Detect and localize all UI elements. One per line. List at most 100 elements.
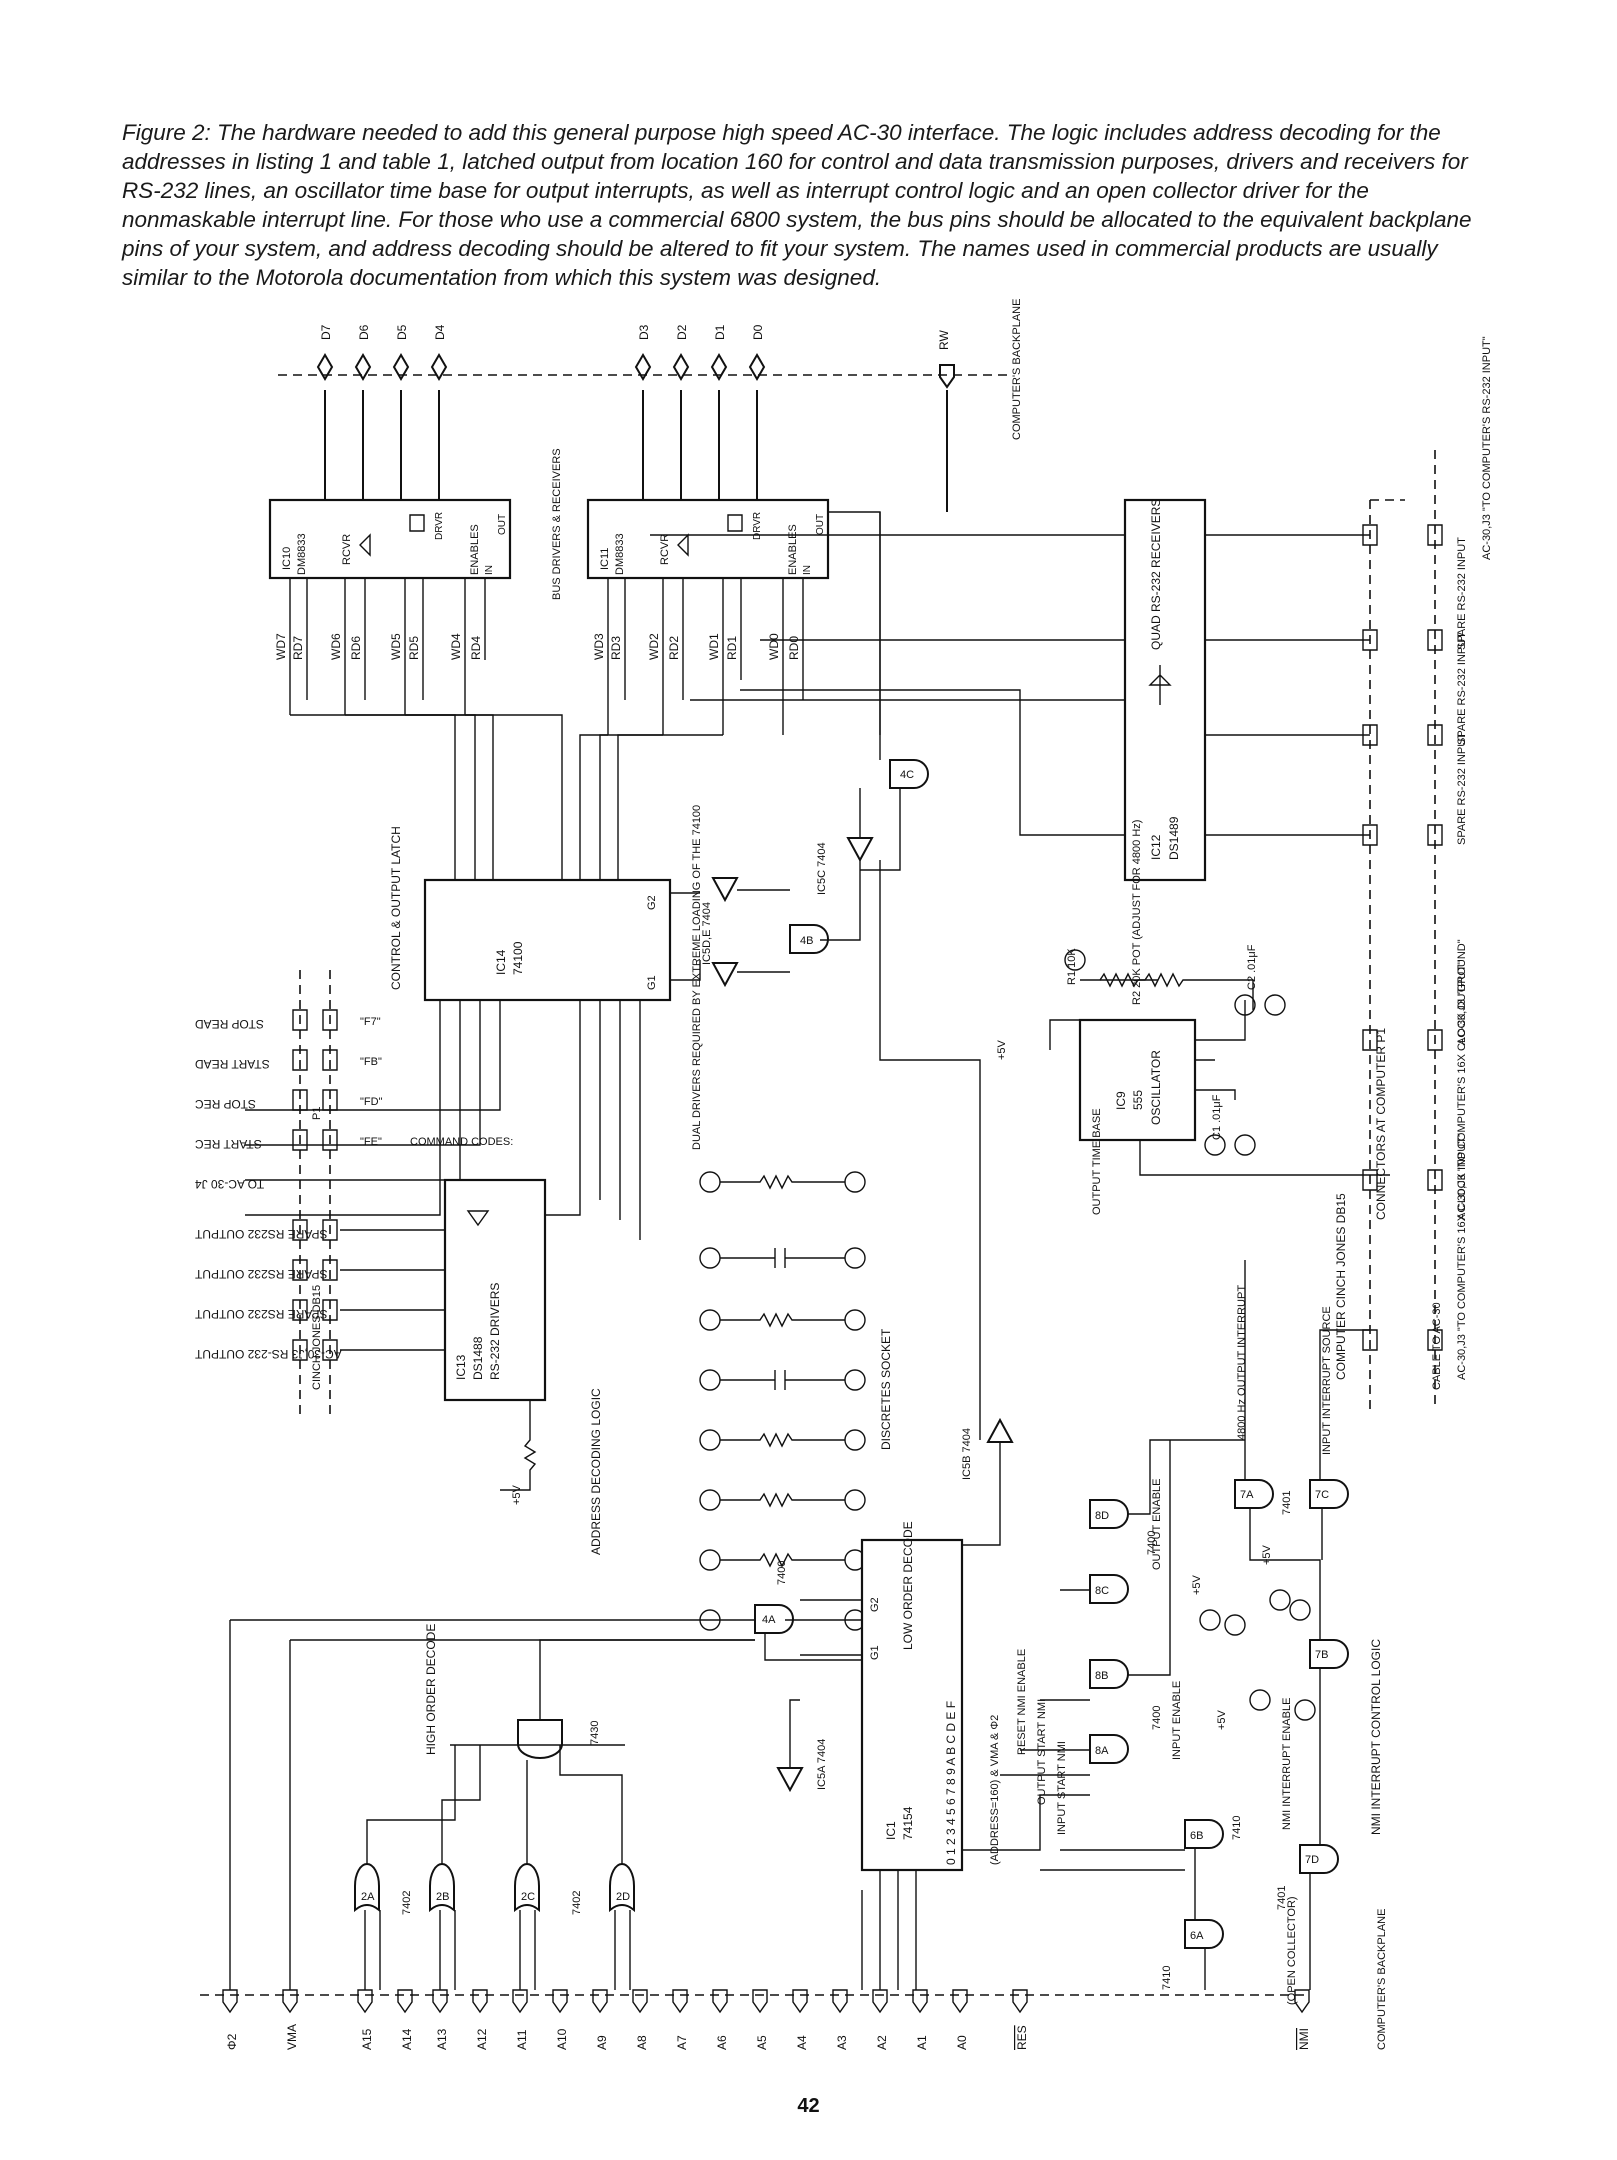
left-code-fe: "FE" <box>360 1136 382 1148</box>
gate-7401-upper: 7401 <box>1281 1491 1293 1515</box>
left-code-fd: "FD" <box>360 1096 383 1108</box>
ic5a-label: IC5A 7404 <box>816 1739 828 1790</box>
gate-4a-part: 7400 <box>776 1561 788 1585</box>
ic1-part: 74154 <box>901 1806 915 1840</box>
ic11-rcvr: RCVR <box>659 534 671 565</box>
output-time-base-label: OUTPUT TIME BASE <box>1091 1108 1103 1215</box>
ic10-name: IC10 <box>281 547 293 570</box>
bus-a14: A14 <box>400 2028 414 2050</box>
bus-a4: A4 <box>795 2035 809 2050</box>
bus-a3: A3 <box>835 2035 849 2050</box>
right-connector-spare-2: SPARE RS-232 INPUT <box>1456 632 1468 745</box>
gate-7c-label: 7C <box>1315 1489 1329 1501</box>
nmi-interrupt-enable-label: NMI INTERRUPT ENABLE <box>1281 1698 1293 1830</box>
bottom-backplane-bus: Φ2 VMA A15 A14 A13 A12 A11 A10 A9 A8 A7 … <box>200 1909 1388 2050</box>
gate-7401-lower: 7401 <box>1276 1886 1288 1910</box>
right-connector-computer: COMPUTER CINCH JONES DB15 <box>1334 1193 1348 1380</box>
output-enable-label: OUTPUT ENABLE <box>1151 1479 1163 1571</box>
ic1-g2: G2 <box>869 1597 881 1612</box>
ic9-555-oscillator: IC9 555 OSCILLATOR R1 10K R2 20K POT (AD… <box>996 820 1390 1215</box>
left-connector-spare-3: SPARE RS232 OUTPUT <box>194 1307 327 1321</box>
bus-a10: A10 <box>555 2028 569 2050</box>
bus-nmi: NMI <box>1297 2028 1311 2050</box>
left-connector-stop-rec: STOP REC <box>195 1097 256 1111</box>
output-start-nmi-label: OUTPUT START NMI <box>1036 1699 1048 1805</box>
ic1-g1: G1 <box>869 1645 881 1660</box>
input-interrupt-source-label: INPUT INTERRUPT SOURCE <box>1321 1306 1333 1455</box>
ic5de-label: IC5D,E 7404 <box>701 902 713 965</box>
gate-7410-lower: 7410 <box>1161 1966 1173 1990</box>
gate-2a-label: 2A <box>361 1891 375 1903</box>
top-bus-signal-d2: D2 <box>675 324 689 340</box>
ic5c-label: IC5C 7404 <box>816 842 828 895</box>
left-connector-column: STOP READ START READ STOP REC START REC … <box>194 970 513 1420</box>
gate-7a-label: 7A <box>1240 1489 1254 1501</box>
address-decoding-logic-label: ADDRESS DECODING LOGIC <box>589 1388 603 1555</box>
nmi-plus5v-a: +5V <box>1191 1574 1203 1595</box>
left-connector-to-ac30: TO AC-30 J4 <box>195 1177 264 1191</box>
bus-a9: A9 <box>595 2035 609 2050</box>
bus-a12: A12 <box>475 2028 489 2050</box>
ic14-control-output-latch: IC14 74100 CONTROL & OUTPUT LATCH G1 G2 <box>245 714 723 1240</box>
ic11-pin-rd0: RD0 <box>787 636 801 660</box>
ic10-rcvr: RCVR <box>341 534 353 565</box>
ic9-part: 555 <box>1131 1090 1145 1110</box>
ic11-out: OUT <box>815 514 826 535</box>
ic11-pin-rd2: RD2 <box>667 636 681 660</box>
ic10-enables: ENABLES <box>469 524 481 575</box>
right-connector-ac30-rs232: AC-30,J3 "TO COMPUTER'S RS-232 INPUT" <box>1481 336 1493 560</box>
gate-7430-label: 7430 <box>589 1721 601 1745</box>
gate-7402-label-left: 7402 <box>401 1891 413 1915</box>
bus-res: RES <box>1015 2025 1029 2050</box>
bus-a7: A7 <box>675 2035 689 2050</box>
ic14-name: IC14 <box>494 949 508 975</box>
nmi-plus5v-b: +5V <box>1261 1544 1273 1565</box>
ic9-title: OSCILLATOR <box>1149 1050 1163 1125</box>
gate-2b-label: 2B <box>436 1891 449 1903</box>
ic12-rs232-receivers: QUAD RS-232 RECEIVERS IC12 DS1489 <box>650 499 1370 882</box>
top-bus-signal-d1: D1 <box>713 324 727 340</box>
ic1-title: LOW ORDER DECODE <box>901 1521 915 1650</box>
ic11-in: IN <box>802 565 813 575</box>
ic1-low-order-decode: IC1 74154 LOW ORDER DECODE G1 G2 0 1 2 3… <box>800 1440 1090 1990</box>
ic10-pin-wd4: WD4 <box>449 633 463 660</box>
left-cinch-label: CINCH JONES DB15 <box>311 1285 323 1390</box>
ic10-part: DM8833 <box>296 533 308 575</box>
nmi-control-label: NMI INTERRUPT CONTROL LOGIC <box>1369 1639 1383 1835</box>
ic11-pin-wd0: WD0 <box>767 633 781 660</box>
dual-drivers-label: DUAL DRIVERS REQUIRED BY EXTREME LOADING… <box>691 805 703 1150</box>
right-connector-clock-in: AC-30,J3 "TO COMPUTER'S 16X CLOCK INPUT" <box>1456 1133 1468 1380</box>
top-bus-signal-d7: D7 <box>319 324 333 340</box>
top-bus-signal-d0: D0 <box>751 324 765 340</box>
ic10-bus-transceiver: IC10 DM8833 RCVR DRVR ENABLES IN OUT WD7… <box>268 498 512 715</box>
ic10-pin-rd5: RD5 <box>407 636 421 660</box>
ic1-note: (ADDRESS=160) & VMA & Φ2 <box>989 1715 1001 1865</box>
page-number: 42 <box>797 2095 820 2117</box>
bus-a1: A1 <box>915 2035 929 2050</box>
ic12-name: IC12 <box>1149 834 1163 860</box>
ic14-title: CONTROL & OUTPUT LATCH <box>389 826 403 990</box>
right-connector-spare-1: SPARE RS-232 INPUT <box>1456 537 1468 650</box>
ic13-part: DS1488 <box>471 1336 485 1380</box>
left-code-fb: "FB" <box>360 1056 382 1068</box>
ic14-part: 74100 <box>511 941 525 975</box>
gate-2d-label: 2D <box>616 1891 630 1903</box>
r2-pot-label: R2 20K POT (ADJUST FOR 4800 Hz) <box>1131 820 1143 1005</box>
gate-4c-label: 4C <box>900 769 914 781</box>
top-bus-signal-d3: D3 <box>637 324 651 340</box>
ic10-pin-wd7: WD7 <box>274 633 288 660</box>
ic12-part: DS1489 <box>1167 816 1181 860</box>
ic10-out: OUT <box>497 514 508 535</box>
nor-gates-7402: 2A 2B 2C 2D 7402 7402 <box>354 1863 635 1915</box>
discretes-socket-label: DISCRETES SOCKET <box>879 1328 893 1450</box>
top-backplane-bus: D7 D6 D5 D4 D3 D2 D1 D0 RW COMPUTER'S BA… <box>278 299 1023 512</box>
bus-vma: VMA <box>285 2024 299 2050</box>
bus-a15: A15 <box>360 2028 374 2050</box>
bus-a2: A2 <box>875 2035 889 2050</box>
left-connector-start-rec: START REC <box>195 1137 262 1151</box>
gate-4a-label: 4A <box>762 1614 776 1626</box>
gate-7402-label-right: 7402 <box>571 1891 583 1915</box>
output-interrupt-label: 4800 Hz OUTPUT INTERRUPT <box>1236 1285 1248 1440</box>
high-order-decode: HIGH ORDER DECODE ADDRESS DECODING LOGIC… <box>229 1388 1014 1990</box>
